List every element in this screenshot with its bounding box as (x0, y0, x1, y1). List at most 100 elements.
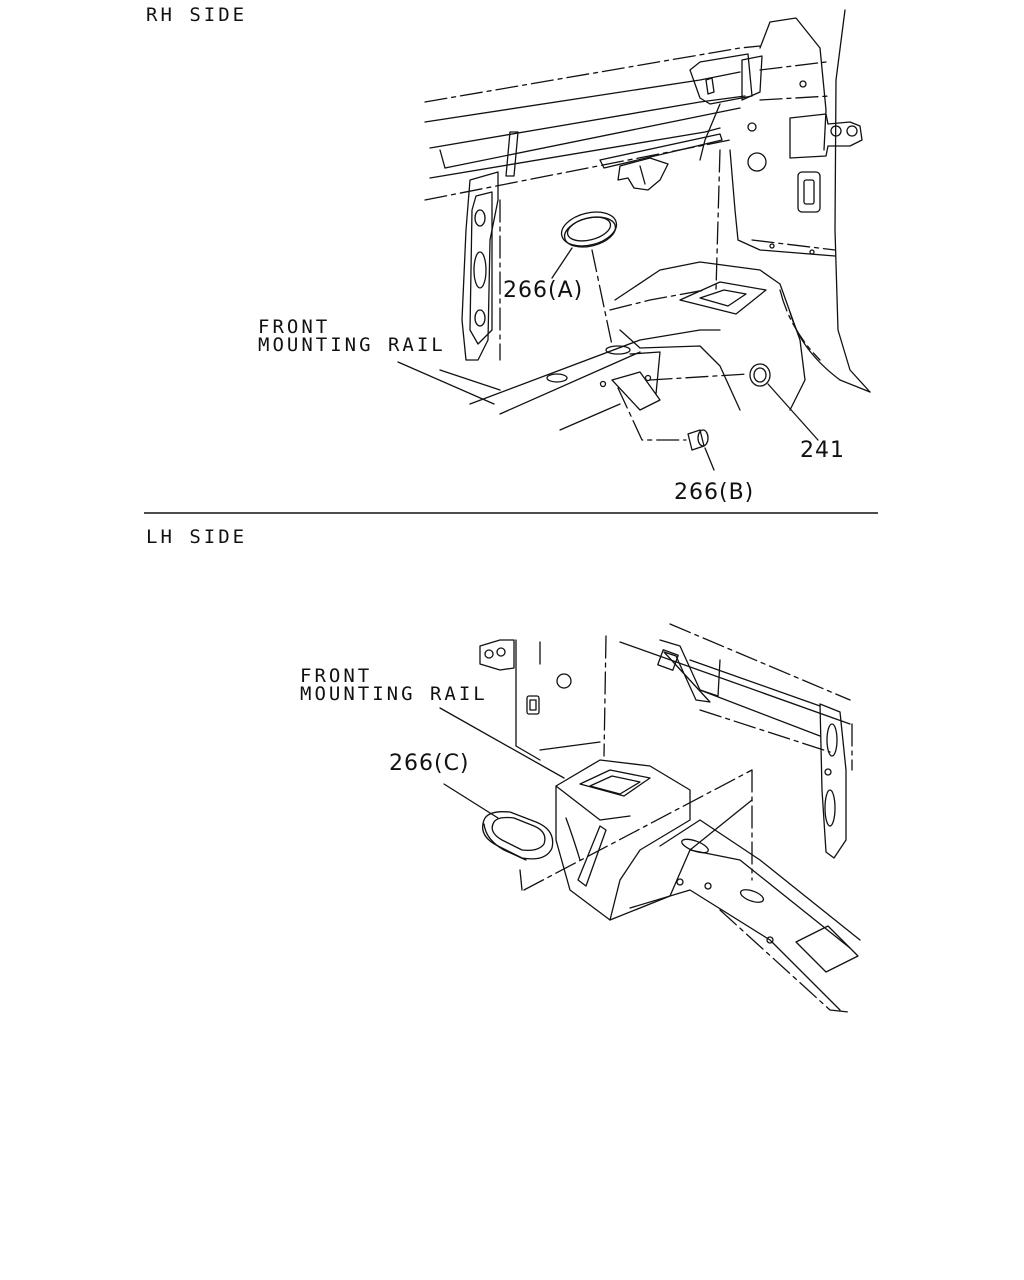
rh-grommet-241-dash (650, 374, 748, 380)
rh-mount-tab (790, 114, 862, 158)
lh-rail-box-slot (578, 826, 606, 886)
rh-rail-box-inner (700, 290, 746, 306)
rh-crossmember-top (445, 108, 740, 168)
rh-rail-front (620, 330, 740, 410)
callout-241: 241 (800, 438, 845, 463)
lh-top-rail-3 (690, 660, 820, 706)
rh-slot-1-inner (804, 180, 814, 204)
rh-floor-line-3 (560, 404, 620, 430)
lh-bracket-v (660, 640, 720, 696)
rh-grommet-241-outer (750, 364, 770, 386)
lh-panel-inner (540, 742, 600, 750)
rh-inner-dot-2 (810, 250, 814, 254)
lh-panel-dash-vertical (604, 636, 606, 756)
lh-floor-slot-1 (680, 837, 710, 856)
rh-pillar-hole-3 (475, 310, 485, 326)
lh-rail-box-side (556, 786, 630, 820)
rh-floor-dash-front (610, 290, 705, 310)
lh-top-rail-1 (620, 642, 850, 724)
rh-side-heading: RH SIDE (146, 4, 248, 26)
lh-mount-tab-hole-2 (497, 648, 505, 656)
lh-top-rail-5 (700, 710, 830, 752)
rh-grommet-241-inner (754, 368, 766, 382)
lh-rail-label-line1: FRONT (300, 665, 373, 687)
rh-pillar-dash (440, 150, 445, 168)
rh-floor-line-2 (500, 352, 640, 414)
rh-slot-1 (798, 172, 820, 212)
callout-266c: 266(C) (389, 751, 470, 776)
rh-crossmember-mid (430, 128, 720, 178)
rh-mount-tab-hole-2 (847, 126, 857, 136)
rh-floor-hole-1 (601, 382, 606, 387)
lh-pillar-hole-1 (827, 724, 837, 756)
rh-hook-2 (640, 166, 645, 184)
rh-diagonal-brace (700, 104, 720, 160)
rh-plug-266a-rim (561, 212, 618, 252)
lh-pillar-right (820, 704, 846, 858)
rh-rail-bracket (612, 372, 660, 410)
rh-pillar-hole-1 (475, 210, 485, 226)
rh-rail-curve-dash (780, 290, 820, 360)
rh-upright-post (760, 18, 826, 150)
lh-pillar-hole-3 (825, 769, 831, 775)
rh-body-hole-2 (800, 81, 806, 87)
lh-mount-tab-hole-1 (485, 650, 493, 658)
lh-plug-266c-leader (444, 784, 498, 818)
lh-top-rail-2 (670, 624, 850, 700)
rh-plug-266a-leader (552, 248, 572, 278)
callout-266b: 266(B) (674, 480, 755, 505)
rh-rail-label-leader (398, 362, 494, 404)
rh-rail-inner (425, 72, 740, 122)
rh-body-hole-1 (748, 153, 766, 171)
lh-panel-left-edge (516, 640, 540, 760)
lh-rail-box-curve (566, 818, 580, 860)
lh-floor-panel (796, 926, 858, 972)
lh-mount-tab (480, 640, 514, 670)
lh-dash-vertical-left (520, 870, 522, 890)
rh-body-hole-3 (748, 123, 756, 131)
rh-floor-edge (440, 370, 500, 390)
lh-bracket-v-inner (664, 652, 710, 702)
rh-right-panel (835, 10, 870, 392)
lh-rail-box (556, 760, 690, 920)
rh-grommet-241-leader (768, 384, 818, 440)
rh-rail-box-top (680, 282, 766, 314)
rh-plug-266a-dash (592, 250, 612, 345)
lh-floor-hole-1 (677, 879, 683, 885)
lh-rail-label-line2: MOUNTING RAIL (300, 683, 488, 705)
lh-rail-label-leader (440, 708, 564, 778)
rh-crossmember-low (425, 140, 730, 200)
lh-floor-hole-2 (705, 883, 711, 889)
rh-floor-slot-2 (606, 346, 630, 354)
rh-mount-tab-hole-1 (831, 126, 841, 136)
lh-plug-266c-outer (483, 812, 553, 859)
rh-floor-line-1 (470, 330, 720, 404)
rh-floor-hole-2 (646, 376, 651, 381)
lh-outer-curve (690, 800, 752, 850)
lh-bracket-slot (658, 650, 679, 671)
lh-floor-slot-2 (739, 887, 765, 905)
rh-side-body-dash (760, 62, 826, 70)
rh-inner-panel-left (730, 150, 835, 256)
lh-plug-266c-rim (484, 824, 526, 860)
lh-rail-box-top (580, 770, 650, 796)
rh-pillar-hole-2 (474, 252, 486, 288)
lh-rail-box-inner (590, 776, 640, 794)
lh-floor-rail-2 (630, 890, 840, 1010)
rh-rail-curve (790, 312, 870, 392)
rh-left-pillar-inner (470, 192, 492, 344)
rh-plug-266b-dash (618, 388, 686, 440)
rh-upright-edge (742, 56, 762, 100)
lh-side-heading: LH SIDE (146, 526, 248, 548)
lh-panel-hole (557, 674, 571, 688)
lh-dash-diagonal (524, 770, 752, 890)
rh-vertical-dash (716, 150, 720, 290)
lh-top-rail-4 (700, 690, 820, 736)
rh-pillar-top (506, 132, 518, 176)
lh-panel-slot (527, 696, 539, 714)
rh-hook-brace (600, 134, 722, 168)
